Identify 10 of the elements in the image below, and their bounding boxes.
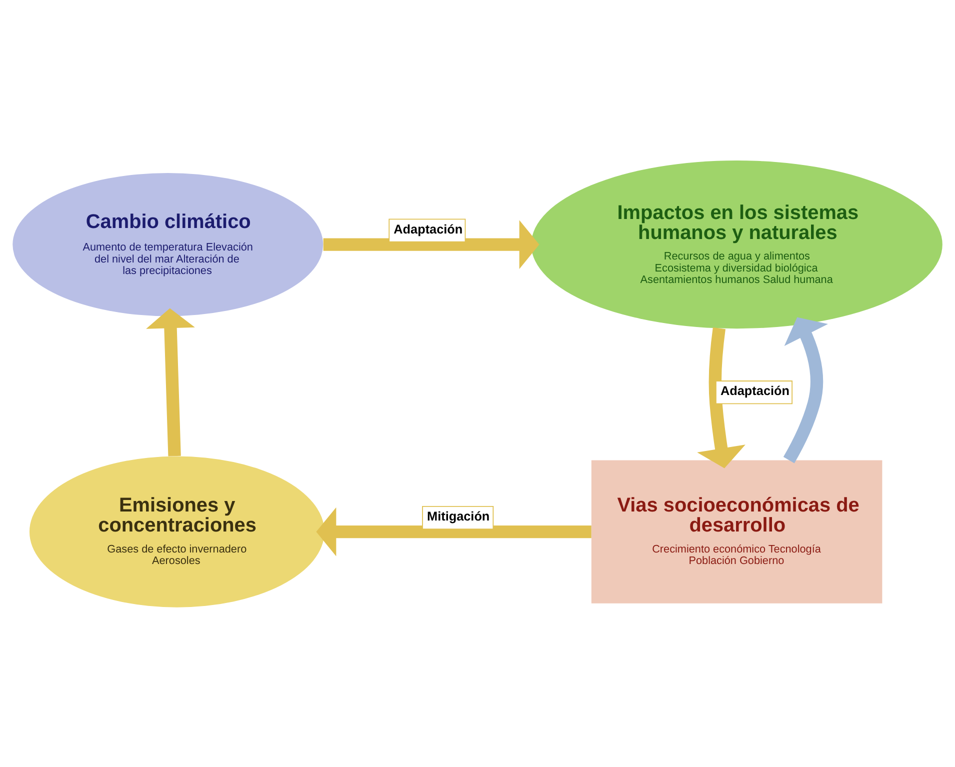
arrow xyxy=(783,316,828,463)
edge-label: Adaptación xyxy=(720,384,790,398)
node-ellipse: Cambio climático Aumento de temperatura Elevación del nivel del mar Alteración de las precipitaciones xyxy=(12,172,324,316)
edge-label: Mitigación xyxy=(427,509,490,524)
arrow xyxy=(697,326,746,468)
node-box: Vias socioeconómicas de desarrollo Crecimiento económico Tecnología Población Gobierno xyxy=(591,460,882,603)
node-ellipse: Impactos en los sistemas humanos y naturales Recursos de agua y alimentos Ecosistema y diversidad biológica Asentamientos humanos Salud humana xyxy=(531,160,942,328)
node-ellipse: Emisiones y concentraciones Gases de efecto invernadero Aerosoles xyxy=(29,456,324,607)
edge-label: Adaptación xyxy=(394,222,463,236)
arrow xyxy=(146,308,195,456)
